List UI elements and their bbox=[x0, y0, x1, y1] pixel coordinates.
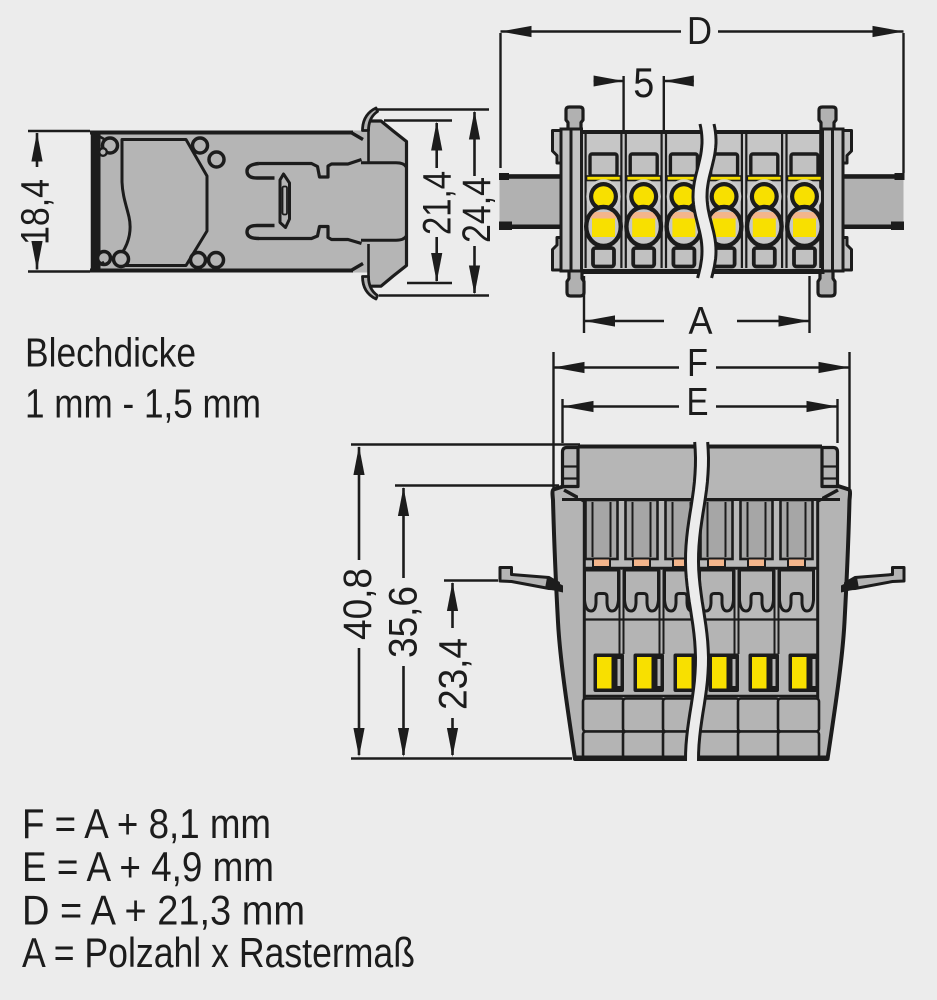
svg-text:A = Polzahl x Rastermaß: A = Polzahl x Rastermaß bbox=[22, 929, 415, 976]
svg-text:24,4: 24,4 bbox=[455, 177, 499, 243]
svg-text:1 mm - 1,5 mm: 1 mm - 1,5 mm bbox=[25, 381, 261, 427]
svg-text:Blechdicke: Blechdicke bbox=[25, 330, 196, 376]
svg-text:40,8: 40,8 bbox=[336, 568, 380, 640]
svg-text:D = A + 21,3 mm: D = A + 21,3 mm bbox=[22, 887, 305, 934]
svg-text:23,4: 23,4 bbox=[432, 638, 476, 710]
svg-text:F = A + 8,1 mm: F = A + 8,1 mm bbox=[22, 800, 271, 847]
svg-text:21,4: 21,4 bbox=[416, 171, 460, 235]
svg-text:18,4: 18,4 bbox=[14, 179, 58, 245]
svg-text:5: 5 bbox=[633, 59, 654, 106]
svg-text:35,6: 35,6 bbox=[382, 586, 426, 658]
svg-text:F: F bbox=[687, 342, 708, 385]
svg-text:A: A bbox=[689, 300, 713, 343]
svg-text:D: D bbox=[687, 10, 712, 53]
svg-text:E: E bbox=[687, 381, 709, 424]
svg-text:E = A + 4,9 mm: E = A + 4,9 mm bbox=[22, 843, 274, 890]
